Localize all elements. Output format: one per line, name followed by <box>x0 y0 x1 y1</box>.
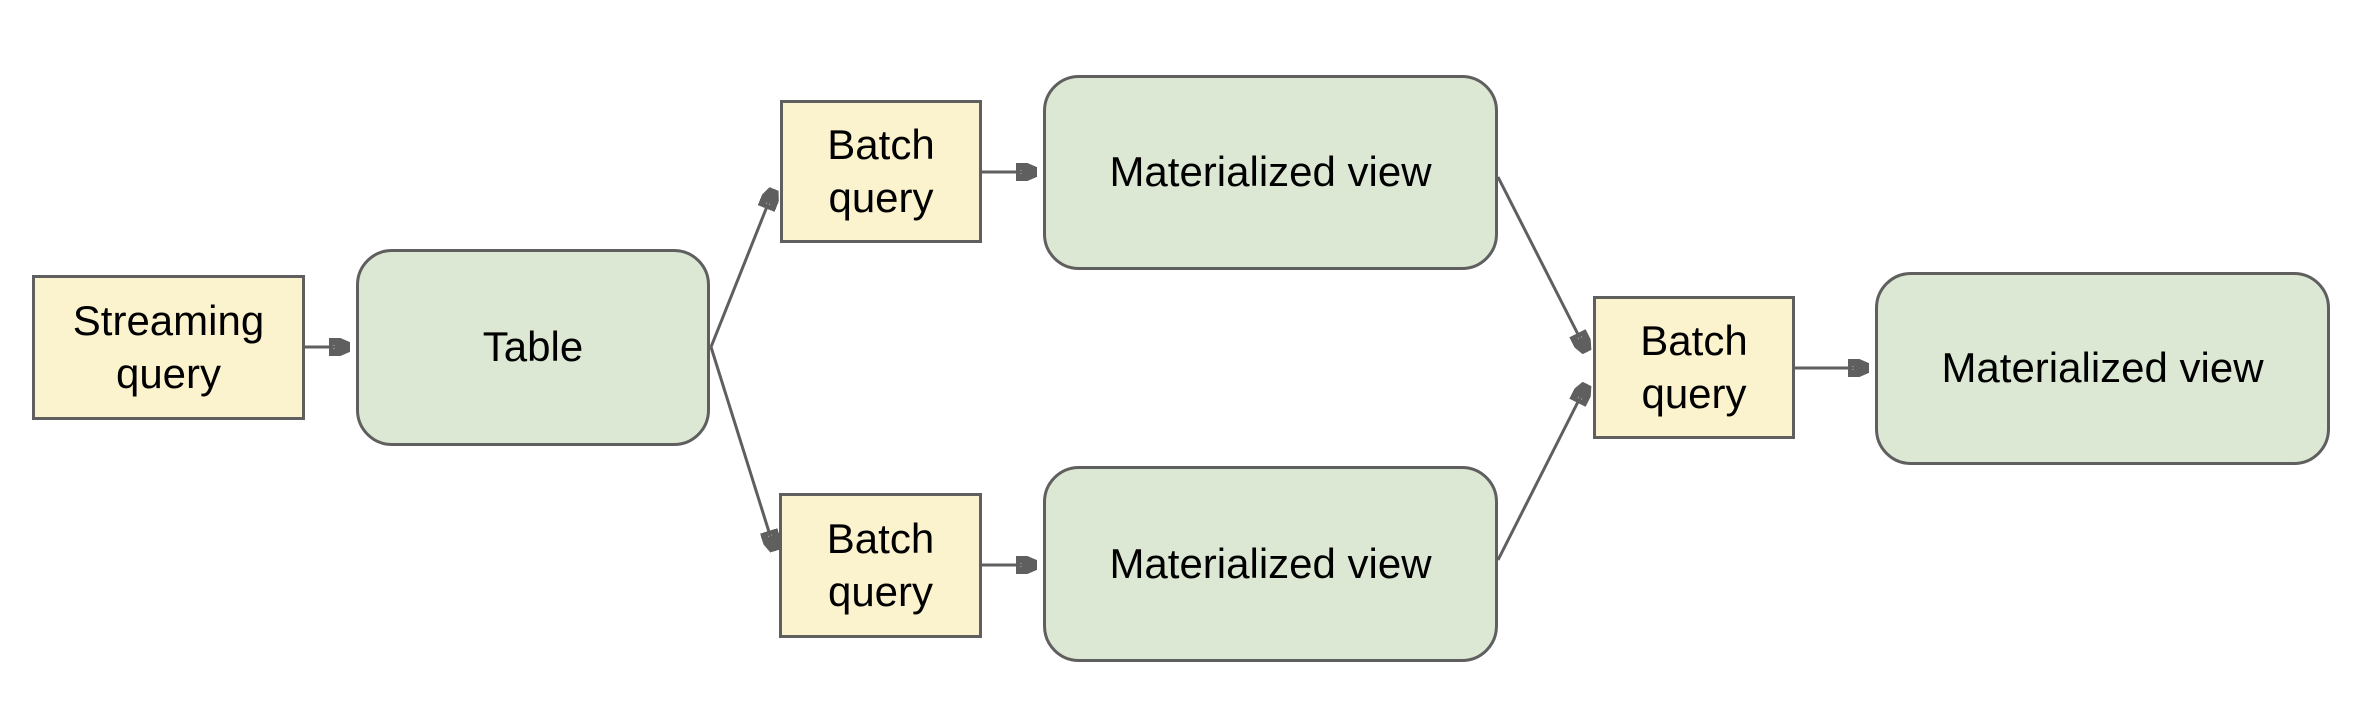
node-batch-query-bottom-label: Batch query <box>826 515 935 615</box>
node-materialized-view-bottom-label: Materialized view <box>1109 539 1432 587</box>
node-table: Table <box>356 249 710 446</box>
node-materialized-view-top: Materialized view <box>1043 75 1498 270</box>
edge-materialized-view-top-to-batch-query-right <box>1496 176 1587 352</box>
edge-materialized-view-bottom-to-batch-query-right <box>1496 384 1587 561</box>
node-batch-query-top-label: Batch query <box>827 121 935 221</box>
edge-table-to-batch-query-bottom <box>709 346 775 551</box>
node-batch-query-right-label: Batch query <box>1640 317 1748 417</box>
node-materialized-view-bottom: Materialized view <box>1043 466 1498 662</box>
node-materialized-view-right-label: Materialized view <box>1941 344 2264 392</box>
node-streaming-query: Streaming query <box>32 275 305 420</box>
edge-table-to-batch-query-top <box>709 189 774 348</box>
node-batch-query-right: Batch query <box>1593 296 1795 439</box>
node-table-label: Table <box>482 323 584 371</box>
node-materialized-view-right: Materialized view <box>1875 272 2330 465</box>
node-batch-query-bottom: Batch query <box>779 493 982 638</box>
node-batch-query-top: Batch query <box>780 100 982 243</box>
node-streaming-query-label: Streaming query <box>72 297 265 397</box>
node-materialized-view-top-label: Materialized view <box>1109 148 1432 196</box>
